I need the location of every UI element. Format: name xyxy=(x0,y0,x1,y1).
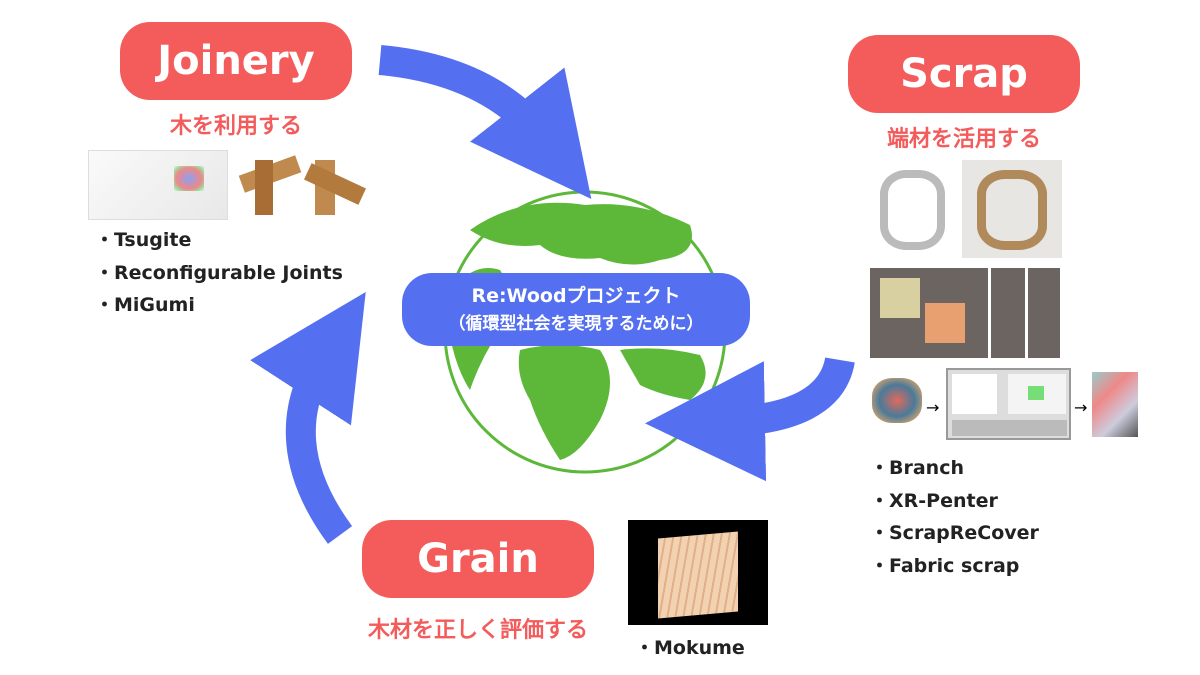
arrow-scrap-to-center xyxy=(645,356,855,482)
arrow-joinery-to-center xyxy=(378,45,592,199)
project-label: Re:Woodプロジェクト （循環型社会を実現するために） xyxy=(402,273,750,346)
list-item: ・Tsugite xyxy=(95,229,192,251)
fabric-scraps-image xyxy=(872,378,922,423)
tote-bag-image xyxy=(1092,372,1138,437)
scrap-subtitle: 端材を活用する xyxy=(886,127,1041,152)
arrow-right-icon: → xyxy=(926,398,940,417)
joinery-wood-image xyxy=(235,150,375,220)
grain-subtitle: 木材を正しく評価する xyxy=(367,618,588,643)
joinery-list: ・Tsugite ・Reconfigurable Joints ・MiGumi xyxy=(95,224,343,322)
mokume-image xyxy=(628,520,768,625)
arrow-right-icon: → xyxy=(1074,398,1088,417)
list-item: ・Reconfigurable Joints xyxy=(95,261,343,284)
scraprecover-app-image xyxy=(946,368,1071,440)
grain-pill: Grain xyxy=(362,520,594,598)
scrap-list: ・Branch ・XR-Penter ・ScrapReCover ・Fabric… xyxy=(870,452,1039,582)
scrap-pill: Scrap xyxy=(848,35,1080,113)
joinery-pill: Joinery xyxy=(120,22,352,100)
project-title: Re:Woodプロジェクト xyxy=(471,284,681,307)
grain-list: ・Mokume xyxy=(635,632,745,665)
branch-photo-image xyxy=(962,160,1062,258)
list-item: ・XR-Penter xyxy=(870,489,998,512)
list-item: ・Fabric scrap xyxy=(870,554,1020,577)
list-item: ・Mokume xyxy=(635,637,745,659)
list-item: ・MiGumi xyxy=(95,294,195,316)
list-item: ・Branch xyxy=(870,457,964,479)
list-item: ・ScrapReCover xyxy=(870,522,1039,544)
branch-render-image xyxy=(870,160,955,258)
joinery-subtitle: 木を利用する xyxy=(169,114,302,139)
xr-penter-image xyxy=(870,268,1060,358)
project-subtitle: （循環型社会を実現するために） xyxy=(448,313,704,334)
joinery-diagram-image xyxy=(88,150,228,220)
arrow-grain-to-center xyxy=(250,292,366,544)
